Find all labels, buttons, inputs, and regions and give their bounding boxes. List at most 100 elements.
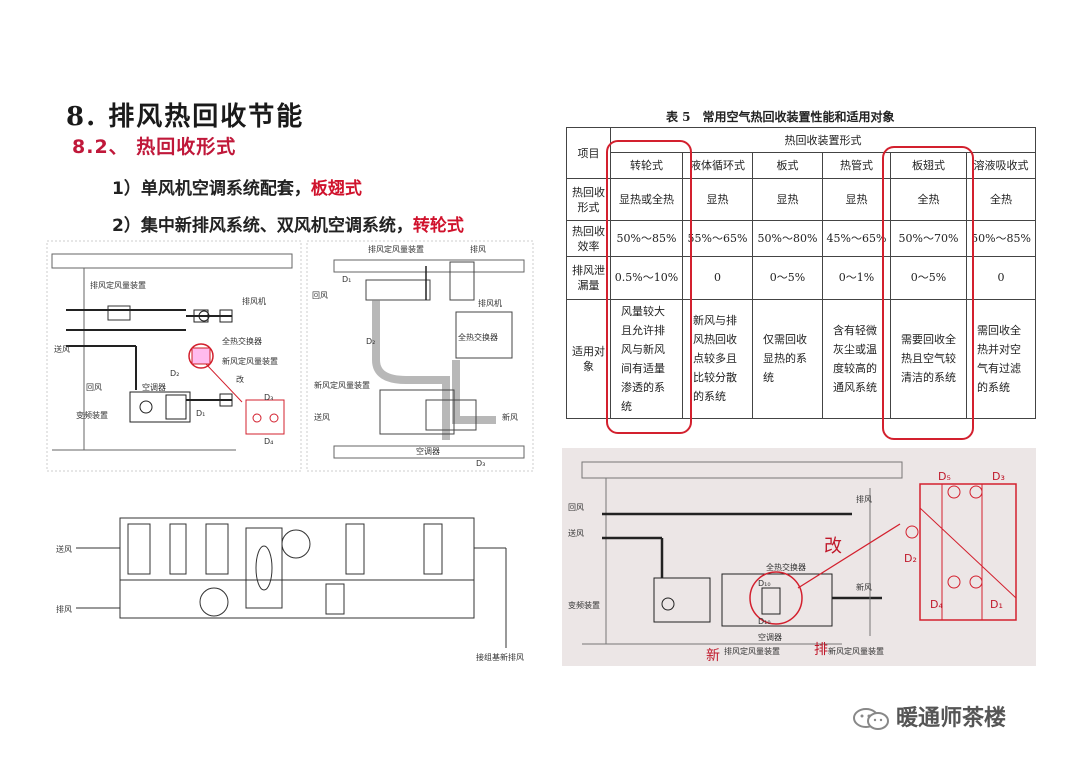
pd-label-3: 新风	[856, 582, 872, 592]
dl-label-1: 排风机	[242, 296, 266, 306]
table-cell: 55%～65%	[682, 220, 753, 258]
table-cell: 50%～85%	[610, 220, 683, 258]
table-cell: 0～5%	[752, 256, 823, 300]
db-label-1: 排风	[56, 604, 72, 614]
pd-label-14: 改	[824, 536, 842, 557]
table-cell: 需回收全热并对空气有过滤的系统	[965, 298, 1037, 420]
dl-label-12: 改	[236, 374, 244, 384]
dr-label-7: 新风定风量装置	[314, 380, 370, 390]
table-cell: 显热	[682, 178, 753, 222]
dl-label-3: 新风定风量装置	[222, 356, 278, 366]
table-cell: 新风与排风热回收点较多且比较分散的系统	[682, 298, 753, 420]
pd-label-1: 送风	[568, 528, 584, 538]
bullet-2-highlight: 转轮式	[412, 216, 464, 236]
pd-label-15: 新	[706, 648, 720, 664]
dr-label-3: D₂	[366, 337, 375, 346]
table-cell: 含有轻微灰尘或温度较高的通风系统	[822, 298, 891, 420]
row-label: 热回收效率	[566, 220, 611, 258]
table-cell: 0	[965, 256, 1037, 300]
col-header: 转轮式	[610, 152, 683, 180]
dl-label-0: 排风定风量装置	[90, 280, 146, 290]
col-header: 液体循环式	[682, 152, 753, 180]
dr-label-2: 回风	[312, 291, 328, 300]
table-cell: 显热	[822, 178, 891, 222]
highlight-plate-fin	[882, 146, 974, 440]
table-cell: 0～5%	[890, 256, 967, 300]
table-cell: 风量较大且允许排风与新风间有适量渗透的系统	[610, 298, 683, 420]
table-cell: 50%～70%	[890, 220, 967, 258]
bullet-2: 2）集中新排风系统、双风机空调系统，转轮式	[112, 211, 464, 236]
bullet-1-highlight: 板翅式	[310, 179, 362, 199]
table-cell: 50%～85%	[965, 220, 1037, 258]
pd-label-18: 新风定风量装置	[828, 646, 884, 656]
diagram-dual-fan-system: 排风定风量装置 排风 回风 D₂ D₁ 排风机 全热交换器 新风定风量装置 新风…	[306, 240, 534, 472]
col-header: 溶液吸收式	[965, 152, 1037, 180]
pd-label-8: D₃	[992, 470, 1005, 483]
pd-label-5: 空调器	[758, 632, 782, 642]
table-cell: 0.5%～10%	[610, 256, 683, 300]
table-cell: 50%～80%	[752, 220, 823, 258]
dr-label-5: 排风机	[478, 298, 502, 308]
performance-table: 项目 热回收装置形式 转轮式 液体循环式 板式 热管式 板翅式 溶液吸收式 热回…	[566, 126, 1037, 420]
table-cell: 显热或全热	[610, 178, 683, 222]
dr-label-8: 新风	[502, 412, 518, 422]
photo-annotated-diagram: 回风 送风 排风 新风 全热交换器 空调器 变频装置 D₅ D₃ D₂ D₄ D…	[562, 448, 1036, 666]
row-label: 适用对象	[566, 298, 611, 420]
pd-label-9: D₂	[904, 552, 917, 565]
dl-label-10: D₃	[264, 393, 273, 402]
dr-label-10: 空调器	[416, 446, 440, 456]
dl-label-8: D₁	[196, 409, 205, 418]
pd-label-17: 排风定风量装置	[724, 646, 780, 656]
row-label: 热回收形式	[566, 178, 611, 222]
dr-label-6: 全热交换器	[458, 332, 498, 342]
watermark: 暖通师茶楼	[852, 700, 1006, 732]
section-title: 8. 排风热回收节能	[66, 102, 305, 132]
col-header: 板翅式	[890, 152, 967, 180]
pd-label-7: D₅	[938, 470, 951, 483]
dl-label-6: 空调器	[142, 382, 166, 392]
db-label-0: 送风	[56, 544, 72, 554]
dr-label-1: 排风	[470, 244, 486, 254]
table-cell: 全热	[965, 178, 1037, 222]
table-cell: 0	[682, 256, 753, 300]
dr-label-4: D₁	[342, 275, 351, 284]
diagram-ahu-section: 送风 排风 接组基新排风	[56, 517, 524, 662]
pd-label-6: 变频装置	[568, 600, 600, 610]
col-header: 板式	[752, 152, 823, 180]
table-caption: 表 5 常用空气热回收装置性能和适用对象	[666, 110, 895, 124]
table-cell: 全热	[890, 178, 967, 222]
dl-label-4: 回风	[86, 383, 102, 392]
table-cell: 0～1%	[822, 256, 891, 300]
dr-label-9: 送风	[314, 412, 330, 422]
table-cell: 需要回收全热且空气较清洁的系统	[890, 298, 967, 420]
pd-label-0: 回风	[568, 503, 584, 512]
wechat-icon	[853, 708, 889, 730]
dl-label-5: 送风	[54, 344, 70, 354]
row-header: 项目	[566, 126, 611, 180]
pd-label-13: D₁₀	[758, 617, 771, 626]
pd-label-12: D₁₀	[758, 579, 771, 588]
dl-label-11: D₄	[264, 437, 273, 446]
dr-label-0: 排风定风量装置	[368, 244, 424, 254]
col-header: 热管式	[822, 152, 891, 180]
dl-label-2: 全热交换器	[222, 336, 262, 346]
bullet-1-text: 1）单风机空调系统配套，	[112, 179, 311, 199]
diagram-single-fan-ahu: 排风定风量装置 排风机 全热交换器 新风定风量装置 回风 送风 空调器 变频装置…	[46, 240, 302, 472]
pd-label-2: 排风	[856, 494, 872, 504]
table-cell: 45%～65%	[822, 220, 891, 258]
table-cell: 仅需回收显热的系统	[752, 298, 823, 420]
subsection-title: 8.2、 热回收形式	[72, 136, 237, 158]
pd-label-11: D₁	[990, 598, 1003, 611]
dl-label-7: 变频装置	[76, 410, 108, 420]
dl-label-9: D₂	[170, 369, 179, 378]
pd-label-16: 排	[814, 642, 828, 658]
row-label: 排风泄漏量	[566, 256, 611, 300]
watermark-text: 暖通师茶楼	[896, 706, 1007, 731]
bullet-2-text: 2）集中新排风系统、双风机空调系统，	[112, 216, 413, 236]
db-label-2: 接组基新排风	[476, 652, 524, 662]
highlight-rotary	[606, 140, 692, 434]
pd-label-4: 全热交换器	[766, 562, 806, 572]
pd-label-10: D₄	[930, 598, 943, 611]
bullet-1: 1）单风机空调系统配套，板翅式	[112, 174, 362, 199]
dr-label-11: D₃	[476, 459, 485, 468]
